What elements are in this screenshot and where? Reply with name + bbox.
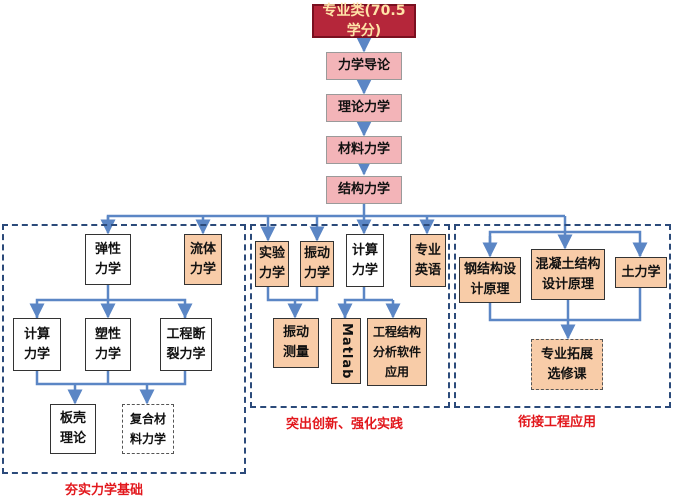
core-course-structural-mechanics: 结构力学 [326, 176, 402, 204]
node-composite-mechanics: 复合材 料力学 [122, 404, 174, 454]
node-steel-structure-design: 钢结构设 计原理 [459, 257, 521, 303]
core-course-intro-mechanics: 力学导论 [326, 52, 402, 80]
node-fluid-mechanics: 流体 力学 [184, 234, 222, 285]
caption-foundation: 夯实力学基础 [65, 483, 144, 498]
node-fracture-mechanics: 工程断 裂力学 [160, 318, 212, 371]
node-elasticity: 弹性 力学 [85, 234, 131, 285]
group-innovation [250, 224, 450, 408]
group-engineering [454, 224, 671, 408]
node-soil-mechanics: 土力学 [615, 257, 667, 288]
node-matlab: Matlab [331, 318, 361, 384]
node-plasticity: 塑性 力学 [85, 318, 131, 371]
core-course-theoretical-mechanics: 理论力学 [326, 94, 402, 122]
caption-innovation: 突出创新、强化实践 [286, 417, 404, 432]
node-concrete-structure-design: 混凝土结构 设计原理 [531, 249, 605, 300]
node-structure-analysis-software: 工程结构 分析软件 应用 [367, 318, 427, 386]
node-computational-mechanics-practice: 计算 力学 [346, 234, 384, 287]
header-box: 专业类(70.5 学分) [312, 3, 416, 39]
node-vibration-measurement: 振动 测量 [273, 318, 319, 368]
node-computational-mechanics: 计算 力学 [13, 318, 61, 371]
core-course-label: 材料力学 [337, 142, 390, 157]
node-vibration-mechanics: 振动 力学 [300, 241, 334, 287]
caption-engineering: 衔接工程应用 [518, 415, 597, 430]
node-professional-english: 专业 英语 [410, 234, 446, 287]
header-title: 专业类(70.5 学分) [322, 3, 406, 39]
node-plates-shells: 板壳 理论 [50, 404, 96, 454]
node-experimental-mechanics: 实验 力学 [255, 241, 289, 287]
core-course-materials-mechanics: 材料力学 [326, 136, 402, 164]
core-course-label: 力学导论 [337, 58, 390, 73]
group-foundation [2, 224, 246, 474]
core-course-label: 结构力学 [337, 182, 390, 197]
matlab-label: Matlab [339, 322, 354, 380]
node-extended-electives: 专业拓展 选修课 [531, 339, 603, 390]
core-course-label: 理论力学 [337, 100, 390, 115]
